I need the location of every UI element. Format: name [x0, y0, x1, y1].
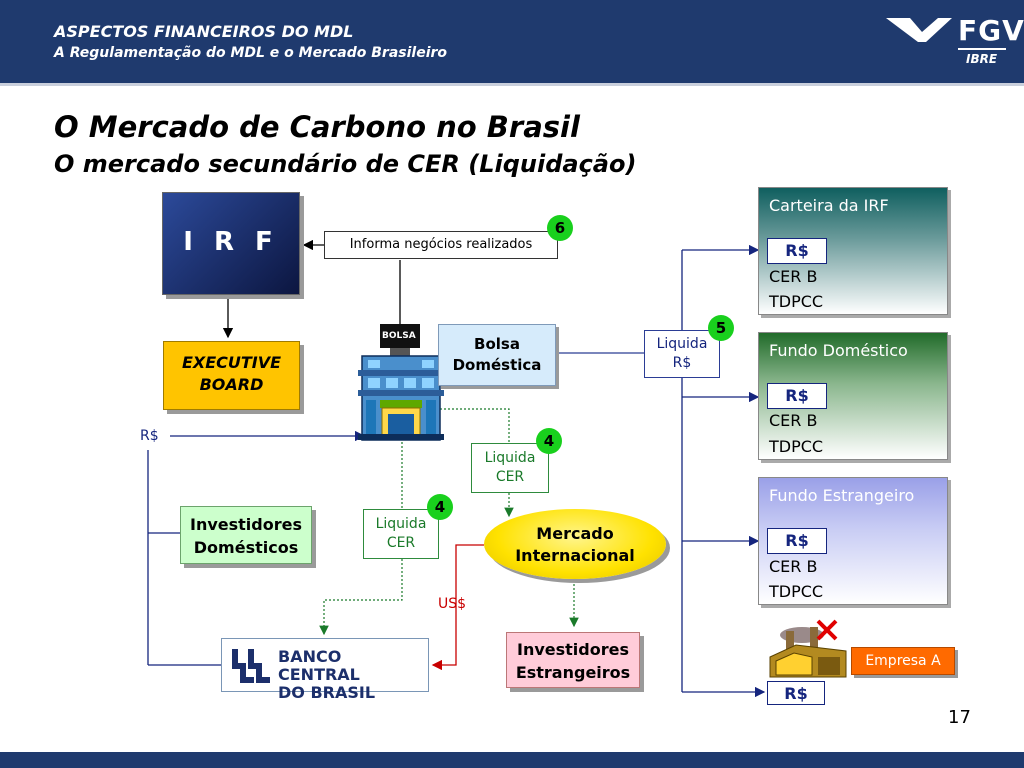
card-rs: R$ [767, 528, 827, 554]
liquida-cer-2-line2: CER [386, 535, 416, 551]
step-badge-6: 6 [547, 215, 573, 241]
usd-label: US$ [438, 596, 467, 612]
banco-line1: BANCO CENTRAL [278, 647, 360, 684]
page-title: O Mercado de Carbono no Brasil [54, 110, 580, 144]
informa-label: Informa negócios realizados [324, 231, 558, 259]
card-rs: R$ [767, 383, 827, 409]
banco-central-box: BANCO CENTRAL DO BRASIL [221, 638, 429, 702]
card-title: Carteira da IRF [769, 196, 889, 215]
investidores-domesticos-line1: Investidores [190, 515, 302, 534]
investidores-estrangeiros-line1: Investidores [517, 640, 629, 659]
card-rs: R$ [767, 238, 827, 264]
executive-board-line1: EXECUTIVE [181, 353, 282, 372]
executive-board-line2: BOARD [199, 375, 264, 394]
mercado-line2: Internacional [515, 546, 635, 565]
banco-central-text: BANCO CENTRAL DO BRASIL [278, 648, 428, 702]
bolsa-domestica-line1: Bolsa [474, 335, 520, 353]
liquida-cer-1-line1: Liquida [484, 450, 536, 466]
card-fundo-domestico: Fundo Doméstico R$ CER B TDPCC [758, 332, 948, 460]
fgv-logo-text: FGV [958, 14, 1024, 47]
executive-board-box: EXECUTIVE BOARD [163, 341, 300, 410]
mercado-line1: Mercado [536, 524, 614, 543]
step-badge-4a: 4 [536, 428, 562, 454]
header-bar: ASPECTOS FINANCEIROS DO MDL A Regulament… [0, 0, 1024, 86]
liquida-rs-box: Liquida R$ [644, 330, 720, 378]
card-tdpcc: TDPCC [769, 582, 824, 601]
card-tdpcc: TDPCC [769, 292, 824, 311]
liquida-cer-1-line2: CER [495, 469, 525, 485]
page-subtitle: O mercado secundário de CER (Liquidação) [54, 150, 637, 178]
investidores-estrangeiros-line2: Estrangeiros [515, 663, 631, 682]
mercado-internacional-ellipse: Mercado Internacional [484, 509, 666, 579]
investidores-estrangeiros-box: Investidores Estrangeiros [506, 632, 640, 688]
fgv-logo-icon [886, 18, 952, 42]
card-cer: CER B [769, 557, 818, 576]
page-number: 17 [948, 707, 971, 728]
factory-icon [769, 619, 847, 678]
header-title: ASPECTOS FINANCEIROS DO MDL [54, 22, 354, 41]
liquida-rs-line1: Liquida [656, 336, 708, 352]
card-tdpcc: TDPCC [769, 437, 824, 456]
footer-bar [0, 752, 1024, 768]
card-title: Fundo Doméstico [769, 341, 908, 360]
cross-icon [816, 619, 838, 641]
liquida-cer-2-line1: Liquida [375, 516, 427, 532]
building-icon [358, 324, 444, 441]
liquida-cer-box-2: Liquida CER [363, 509, 439, 559]
card-fundo-estrangeiro: Fundo Estrangeiro R$ CER B TDPCC [758, 477, 948, 605]
card-carteira-irf: Carteira da IRF R$ CER B TDPCC [758, 187, 948, 315]
rs-left-label: R$ [140, 428, 159, 444]
card-cer: CER B [769, 267, 818, 286]
investidores-domesticos-box: Investidores Domésticos [180, 506, 312, 564]
bolsa-domestica-box: Bolsa Doméstica [438, 324, 556, 386]
card-title: Fundo Estrangeiro [769, 486, 915, 505]
header-subtitle: A Regulamentação do MDL e o Mercado Bras… [54, 45, 448, 61]
liquida-cer-box-1: Liquida CER [471, 443, 549, 493]
step-badge-5: 5 [708, 315, 734, 341]
irf-box: I R F [162, 192, 300, 295]
rs-bottom-box: R$ [767, 681, 825, 705]
ibre-logo-text: IBRE [966, 52, 998, 66]
card-cer: CER B [769, 411, 818, 430]
liquida-rs-line2: R$ [672, 355, 692, 371]
step-badge-4b: 4 [427, 494, 453, 520]
bolsa-sign: BOLSA [382, 331, 416, 341]
bolsa-domestica-line2: Doméstica [452, 356, 542, 374]
bcb-logo-icon [232, 649, 270, 683]
investidores-domesticos-line2: Domésticos [193, 538, 299, 557]
banco-line2: DO BRASIL [278, 683, 376, 702]
empresa-a-box: Empresa A [851, 647, 955, 675]
logo-divider [958, 48, 1006, 50]
